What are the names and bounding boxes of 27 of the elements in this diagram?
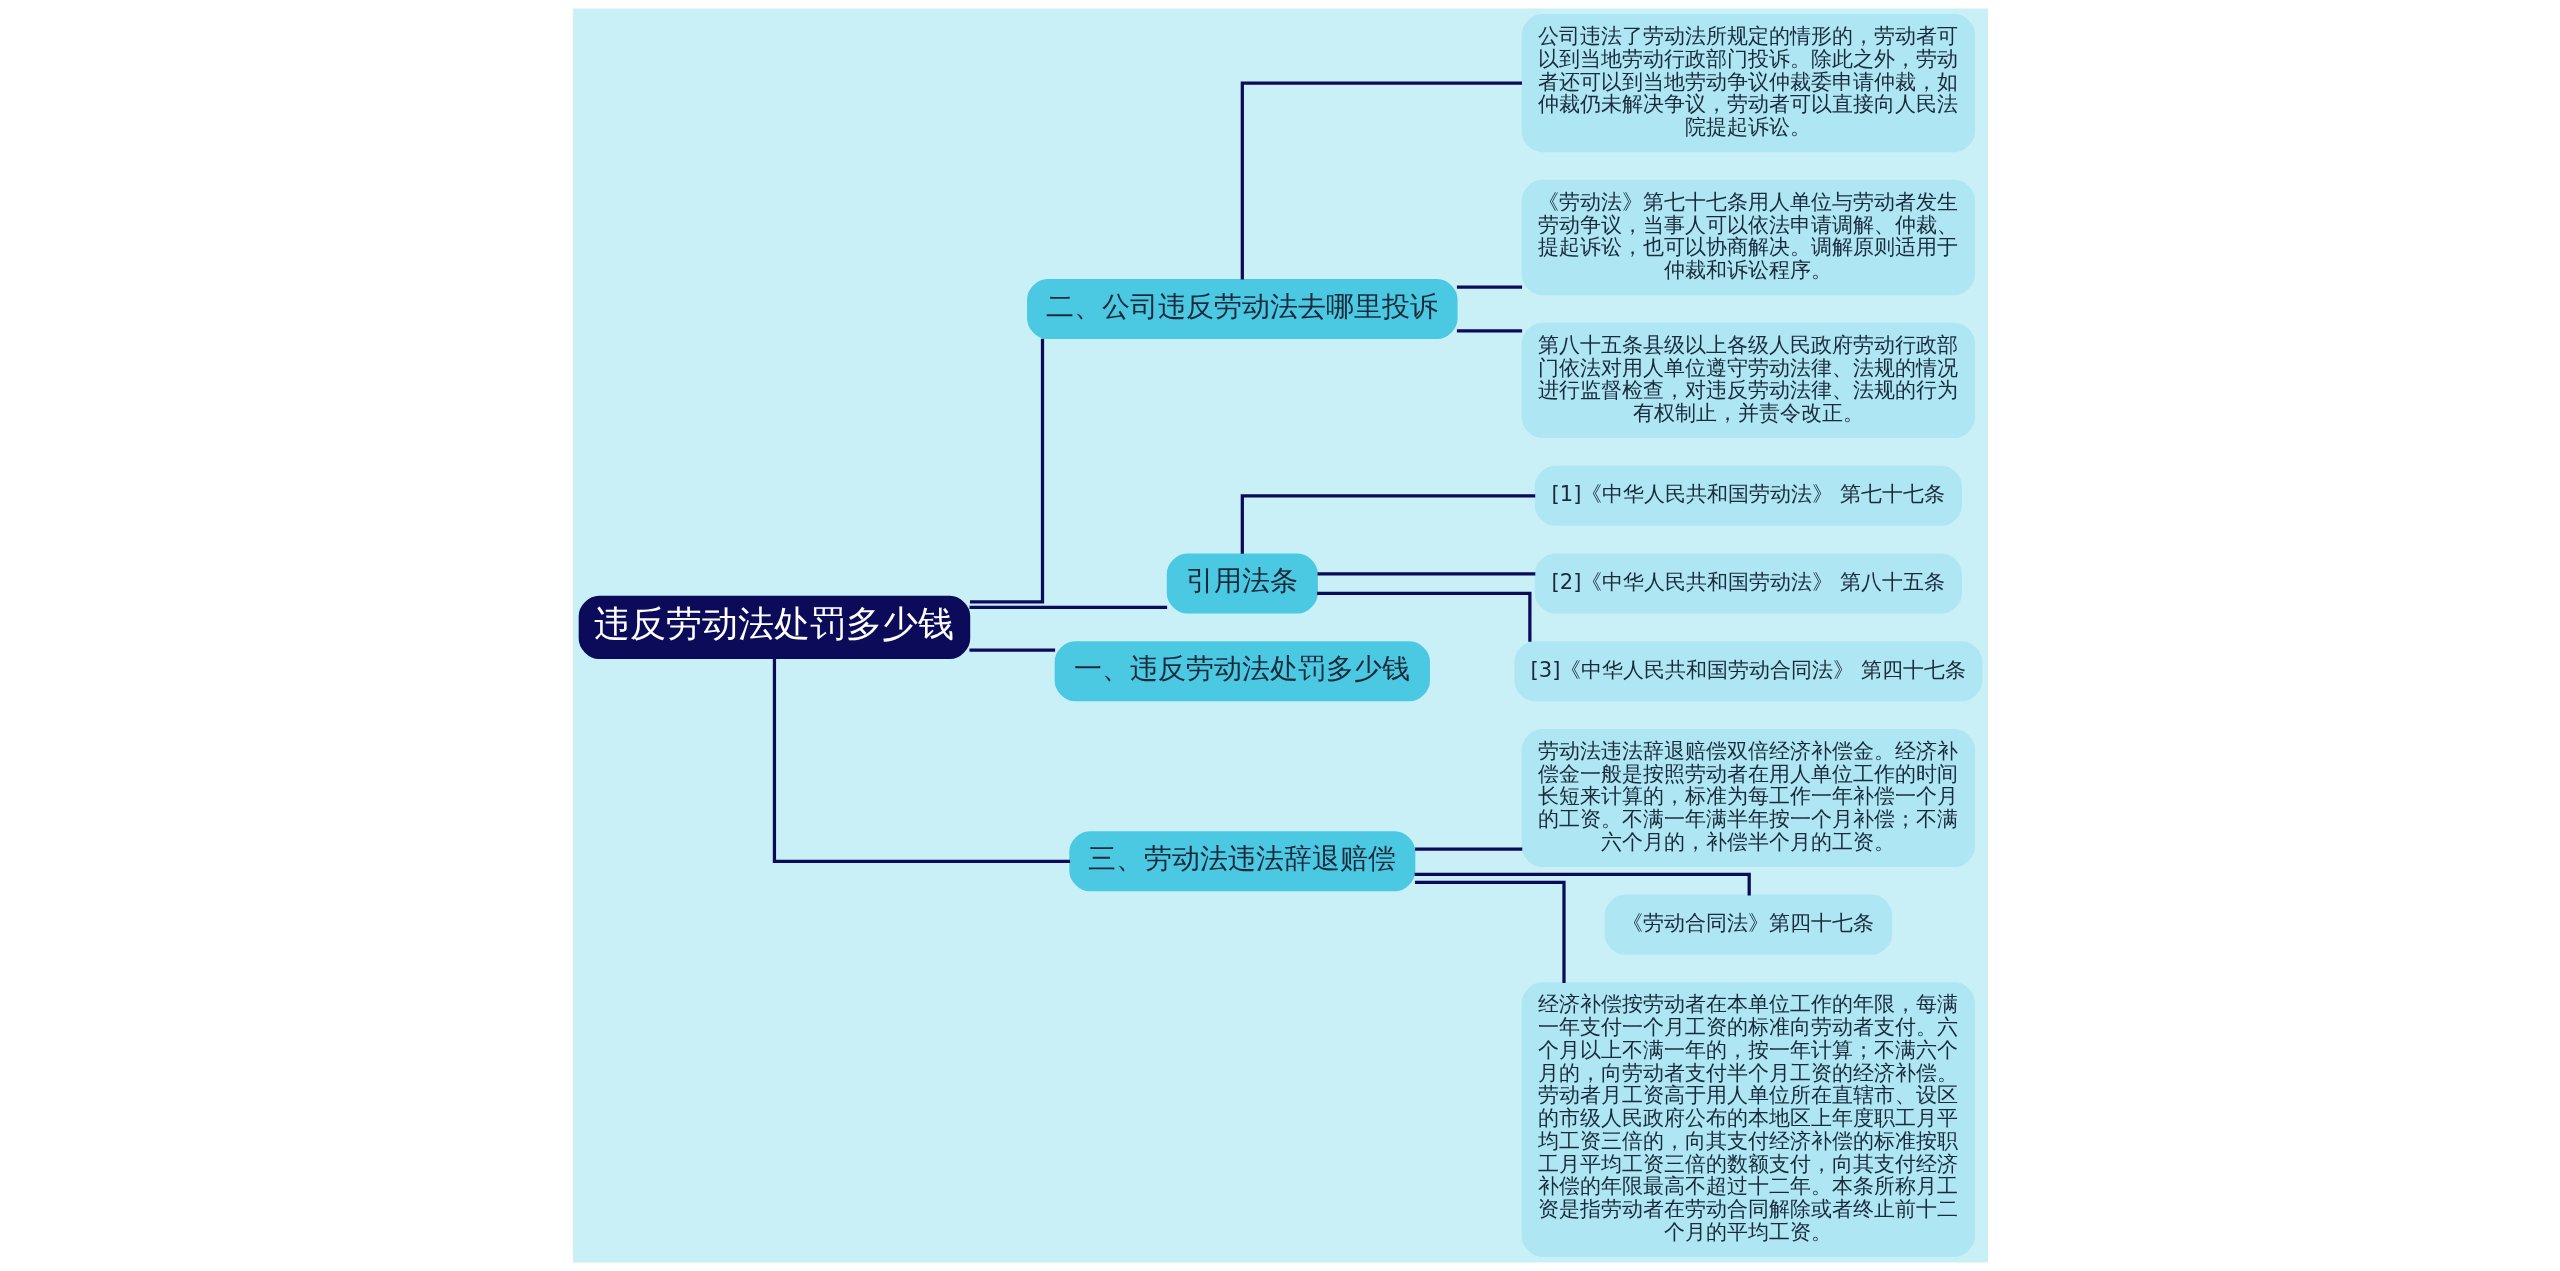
connector: [1317, 572, 1535, 576]
connector: [1456, 285, 1522, 289]
connector: [1456, 329, 1522, 333]
connector: [1414, 880, 1566, 984]
node-box: 第八十五条县级以上各级人民政府劳动行政部门依法对用人单位遵守劳动法律、法规的情况进行监督检查，对违反劳动法律、法规的行为有权制止，并责令改正。: [1521, 322, 1975, 439]
node-box: 劳动法违法辞退赔偿双倍经济补偿金。经济补偿金一般是按照劳动者在用人单位工作的时间长短来计算的，标准为每工作一年补偿一个月的工资。不满一年满半年按一个月补偿；不满六个月的，补偿半个月的工资。: [1521, 728, 1975, 867]
node-box: 一、违反劳动法处罚多少钱: [1054, 641, 1430, 702]
connector: [1414, 872, 1751, 896]
connector: [1240, 494, 1535, 554]
node-box: [1]《中华人民共和国劳动法》 第七十七条: [1534, 465, 1962, 526]
node-box: 违反劳动法处罚多少钱: [578, 595, 970, 660]
node-box: 三、劳动法违法辞退赔偿: [1068, 831, 1415, 892]
node-box: 《劳动法》第七十七条用人单位与劳动者发生劳动争议，当事人可以依法申请调解、仲裁、提起诉讼，也可以协商解决。调解原则适用于仲裁和诉讼程序。: [1521, 179, 1975, 296]
node-box: [3]《中华人民共和国劳动合同法》 第四十七条: [1513, 641, 1982, 702]
node-box: 公司违法了劳动法所规定的情形的，劳动者可以到当地劳动行政部门投诉。除此之外，劳动者还可以到当地劳动争议仲裁委申请仲裁，如仲裁仍未解决争议，劳动者可以直接向人民法院提起诉讼。: [1521, 14, 1975, 153]
connector: [1240, 81, 1522, 280]
connector: [969, 338, 1044, 604]
connector: [969, 648, 1055, 652]
node-box: 经济补偿按劳动者在本单位工作的年限，每满一年支付一个月工资的标准向劳动者支付。六个月以上不满一年的，按一年计算；不满六个月的，向劳动者支付半个月工资的经济补偿。劳动者月工资高于用人单位所在直辖市、设区的市级人民政府公布的本地区上年度职工月平均工资三倍的，向其支付经济补偿的标准按职工月平均工资三倍的数额支付，向其支付经济补偿的年限最高不超过十二年。本条所称月工资是指劳动者在劳动合同解除或者终止前十二个月的平均工资。: [1521, 982, 1975, 1257]
node-box: 二、公司违反劳动法去哪里投诉: [1026, 278, 1458, 339]
connector: [772, 658, 1070, 863]
connector: [1316, 591, 1531, 642]
node-box: 引用法条: [1166, 553, 1318, 614]
connector: [969, 605, 1167, 609]
node-box: 《劳动合同法》第四十七条: [1604, 894, 1892, 955]
connector: [1414, 847, 1522, 851]
node-box: [2]《中华人民共和国劳动法》 第八十五条: [1534, 553, 1962, 614]
